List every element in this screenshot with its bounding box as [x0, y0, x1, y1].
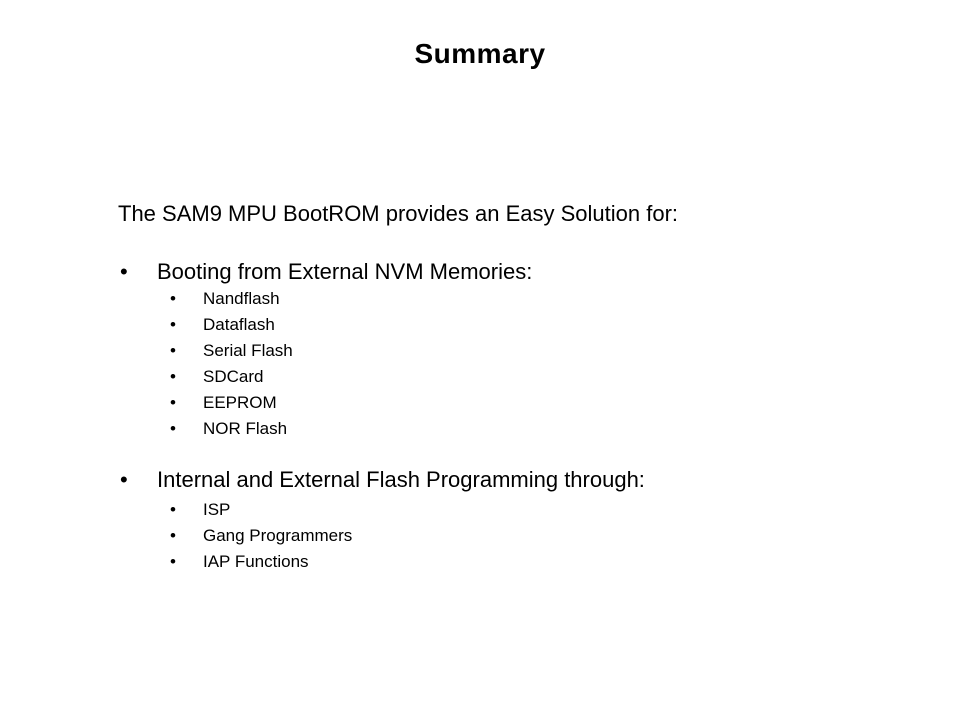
- slide-body: The SAM9 MPU BootROM provides an Easy So…: [118, 200, 878, 575]
- bullet-section-booting: Booting from External NVM Memories: Nand…: [118, 258, 878, 442]
- intro-text: The SAM9 MPU BootROM provides an Easy So…: [118, 201, 679, 226]
- bullet-item: Booting from External NVM Memories:: [118, 258, 878, 286]
- sub-bullet-item: EEPROM: [118, 390, 878, 416]
- bullet-section-programming: Internal and External Flash Programming …: [118, 466, 878, 575]
- slide-title: Summary: [414, 38, 546, 69]
- sub-bullet-item: NOR Flash: [118, 416, 878, 442]
- sub-bullet-item: ISP: [118, 497, 878, 523]
- sub-bullet-item: Gang Programmers: [118, 523, 878, 549]
- sub-bullet-item: Dataflash: [118, 312, 878, 338]
- sub-bullet-item: IAP Functions: [118, 549, 878, 575]
- bullet-item: Internal and External Flash Programming …: [118, 466, 878, 494]
- sub-bullet-list: ISP Gang Programmers IAP Functions: [118, 497, 878, 575]
- sub-bullet-item: Nandflash: [118, 286, 878, 312]
- sub-bullet-item: SDCard: [118, 364, 878, 390]
- sub-bullet-item: Serial Flash: [118, 338, 878, 364]
- sub-bullet-list: Nandflash Dataflash Serial Flash SDCard …: [118, 286, 878, 442]
